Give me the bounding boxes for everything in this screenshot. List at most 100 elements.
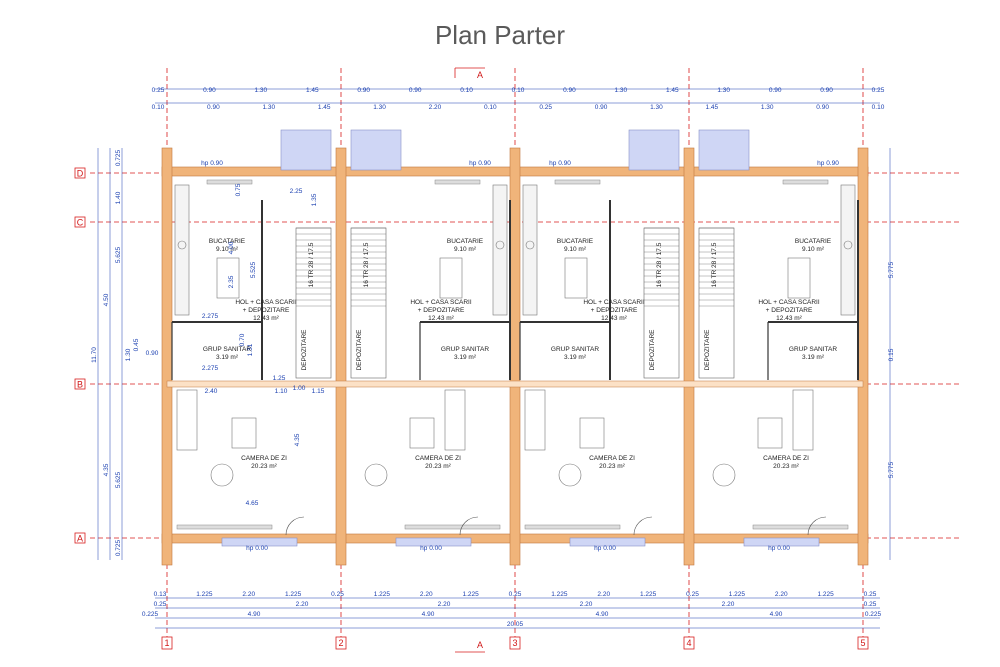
dim-inner-18: 0.70: [239, 333, 246, 346]
room-name-living-4: CAMERA DE ZI: [763, 455, 809, 462]
window-top-2: [350, 129, 402, 171]
dim-inner-8: 1.25: [273, 375, 286, 382]
room-sub-hall-1: + DEPOZITARE: [243, 307, 290, 314]
dim-top-2-10: 1.45: [706, 104, 719, 111]
sofa-3: [524, 389, 546, 451]
armchair-icon: [558, 463, 582, 487]
radiator-bottom-2: [404, 524, 501, 530]
kitchen-counter-4: [840, 184, 856, 316]
axis-bubble-D: [74, 167, 86, 179]
door-arc-icon: [807, 516, 827, 536]
dim-inner-5: 2.25: [290, 188, 303, 195]
dim-inner-13: 4.35: [294, 433, 301, 446]
door-arc-icon: [459, 516, 479, 536]
radiator-bottom-3: [524, 524, 621, 530]
dim-inner-15: 0.90: [146, 350, 159, 357]
room-area-wc-4: 3.19 m²: [802, 354, 825, 361]
dim-bottom-1-14: 2.20: [775, 591, 788, 598]
dim-bottom-2-4: 2.20: [722, 601, 735, 608]
dim-left-1-3: 5.625: [115, 471, 122, 488]
dim-bottom-1-11: 1.225: [640, 591, 657, 598]
dim-top-2-1: 0.90: [207, 104, 220, 111]
stair-outline-1: [295, 227, 332, 379]
room-area-kitchen-2: 9.10 m²: [454, 246, 477, 253]
coffee-table-4: [757, 417, 783, 449]
room-sub-hall-3: + DEPOZITARE: [591, 307, 638, 314]
dim-top-2-12: 0.90: [816, 104, 829, 111]
dim-top-1-0: 0.25: [152, 87, 165, 94]
window-top-1: [280, 129, 332, 171]
room-area-living-4: 20.23 m²: [773, 463, 799, 470]
room-area-kitchen-3: 9.10 m²: [564, 246, 587, 253]
axis-label-D: D: [77, 169, 84, 179]
sink-icon: [177, 240, 187, 250]
dim-top-1-8: 0.90: [563, 87, 576, 94]
sofa-1: [176, 389, 198, 451]
hp-top-1: hp 0.90: [201, 160, 223, 167]
depozitare-label-1: DEPOZITARE: [301, 329, 308, 371]
dining-table-3: [564, 257, 588, 299]
dim-bottom-2-1: 2.20: [296, 601, 309, 608]
dim-bottom-1-15: 1.225: [817, 591, 834, 598]
dim-bottom-2-5: 0.25: [864, 601, 877, 608]
dim-right-1: 0.15: [888, 348, 895, 361]
radiator-bottom-1: [176, 524, 273, 530]
dim-bottom-1-1: 1.225: [196, 591, 213, 598]
radiator-top-1: [206, 179, 253, 185]
axis-bubble-5: [857, 636, 869, 650]
depozitare-label-3: DEPOZITARE: [649, 329, 656, 371]
dim-left-2-1: 4.35: [103, 463, 110, 476]
door-arc-icon: [285, 516, 305, 536]
stair-label-2: 16 TR 28 / 17.5: [363, 242, 370, 287]
dim-inner-3: 4.00: [228, 241, 235, 254]
kitchen-counter-2: [492, 184, 508, 316]
dim-top-2-4: 1.30: [373, 104, 386, 111]
dim-left-1-0: 0.725: [115, 149, 122, 166]
dim-top-1-11: 1.30: [717, 87, 730, 94]
room-sub-hall-4: + DEPOZITARE: [766, 307, 813, 314]
sink-icon: [495, 240, 505, 250]
hp-bottom-3: hp 0.00: [594, 545, 616, 552]
hp-top-4: hp 0.90: [817, 160, 839, 167]
coffee-table-2: [409, 417, 435, 449]
wall-vertical-3: [509, 147, 521, 566]
dining-table-2: [439, 257, 463, 299]
hp-top-3: hp 0.90: [549, 160, 571, 167]
depozitare-label-2: DEPOZITARE: [356, 329, 363, 371]
dim-bottom-total: 20.05: [507, 621, 524, 628]
dim-bottom-1-2: 2.20: [242, 591, 255, 598]
dim-inner-16: 0.45: [133, 338, 140, 351]
dim-top-1-5: 0.90: [409, 87, 422, 94]
window-bottom-1: [221, 537, 298, 547]
dim-bottom-1-3: 1.225: [285, 591, 302, 598]
dim-bottom-edge-right: 0.225: [865, 611, 882, 618]
depozitare-label-4: DEPOZITARE: [704, 329, 711, 371]
coffee-table-1: [231, 417, 257, 449]
plan-title: Plan Parter: [434, 20, 566, 50]
dim-top-1-10: 1.45: [666, 87, 679, 94]
room-area-kitchen-4: 9.10 m²: [802, 246, 825, 253]
axis-label-A: A: [77, 534, 83, 544]
dim-left-1-1: 1.40: [115, 191, 122, 204]
hp-bottom-4: hp 0.00: [768, 545, 790, 552]
dining-table-4: [787, 257, 811, 299]
dim-bottom-1-0: 0.13: [154, 591, 167, 598]
dim-bottom-2-0: 0.25: [154, 601, 167, 608]
dim-bottom-1-8: 0.25: [509, 591, 522, 598]
dim-bottom-1-10: 2.20: [597, 591, 610, 598]
dim-top-1-1: 0.90: [203, 87, 216, 94]
stair-label-1: 16 TR 28 / 17.5: [308, 242, 315, 287]
room-area-living-3: 20.23 m²: [599, 463, 625, 470]
window-top-4: [698, 129, 750, 171]
dining-table-1: [216, 257, 240, 299]
dim-top-2-0: 0.10: [152, 104, 165, 111]
dim-bottom-1-4: 0.25: [331, 591, 344, 598]
room-area-hall-4: 12.43 m²: [776, 315, 802, 322]
dim-left-total: 11.70: [91, 347, 98, 363]
armchair-icon: [712, 463, 736, 487]
wall-row-B: [166, 380, 864, 388]
dim-right-2: 5.775: [888, 461, 895, 478]
armchair-icon: [364, 463, 388, 487]
sink-icon: [525, 240, 535, 250]
dim-bottom-3-1: 4.90: [422, 611, 435, 618]
